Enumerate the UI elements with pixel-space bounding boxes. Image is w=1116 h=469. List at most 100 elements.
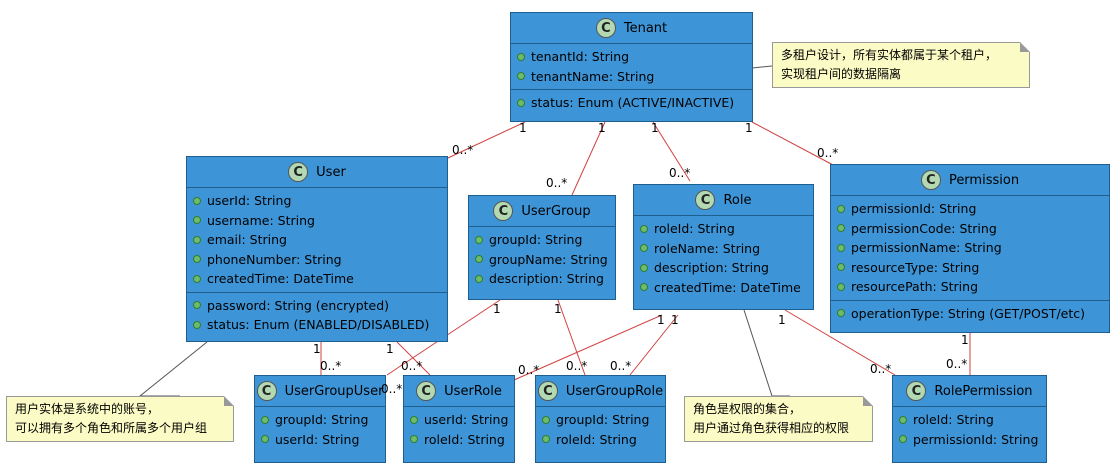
attribute: operationType: String (GET/POST/etc) bbox=[831, 304, 1109, 324]
class-name: User bbox=[316, 164, 346, 180]
attribute: roleId: String bbox=[536, 430, 665, 450]
note-fold-icon bbox=[863, 396, 873, 406]
attributes-section: groupId: String groupName: String descri… bbox=[469, 226, 615, 292]
public-field-icon bbox=[475, 235, 483, 244]
class-name: Role bbox=[723, 192, 752, 208]
class-rolepermission[interactable]: C RolePermission roleId: String permissi… bbox=[892, 375, 1047, 463]
multiplicity-label: 0..* bbox=[381, 382, 403, 396]
public-field-icon bbox=[261, 415, 269, 424]
class-userrole[interactable]: C UserRole userId: String roleId: String bbox=[403, 375, 515, 463]
attributes-section: roleId: String permissionId: String bbox=[893, 406, 1046, 452]
multiplicity-label: 1 bbox=[313, 342, 321, 356]
attribute: groupId: String bbox=[469, 230, 615, 250]
multiplicity-label: 1 bbox=[778, 313, 786, 327]
class-usergroupuser[interactable]: C UserGroupUser groupId: String userId: … bbox=[254, 375, 386, 463]
note-fold-icon bbox=[1020, 42, 1030, 52]
attribute: groupName: String bbox=[469, 250, 615, 270]
public-field-icon bbox=[640, 283, 648, 292]
class-badge-icon: C bbox=[906, 381, 927, 401]
attribute: roleId: String bbox=[634, 219, 813, 239]
public-field-icon bbox=[899, 435, 907, 444]
multiplicity-label: 1 bbox=[598, 121, 606, 135]
attribute: resourcePath: String bbox=[831, 277, 1109, 297]
attributes-section: userId: String roleId: String bbox=[404, 406, 514, 452]
attribute: permissionName: String bbox=[831, 238, 1109, 258]
attribute: description: String bbox=[469, 269, 615, 289]
attribute: userId: String bbox=[404, 410, 514, 430]
class-badge-icon: C bbox=[695, 190, 716, 210]
attribute: userId: String bbox=[255, 430, 385, 450]
public-field-icon bbox=[193, 274, 201, 283]
multiplicity-label: 1 bbox=[961, 333, 969, 347]
class-badge-icon: C bbox=[920, 170, 941, 190]
attributes-section: userId: String username: String email: S… bbox=[187, 187, 447, 292]
note-fold-icon bbox=[224, 396, 234, 406]
class-permission[interactable]: C Permission permissionId: String permis… bbox=[830, 164, 1110, 333]
note-line: 可以拥有多个角色和所属多个用户组 bbox=[15, 421, 208, 435]
attribute: userId: String bbox=[187, 191, 447, 211]
public-field-icon bbox=[475, 274, 483, 283]
multiplicity-label: 1 bbox=[386, 342, 394, 356]
attribute: tenantName: String bbox=[511, 67, 752, 87]
attributes-section: operationType: String (GET/POST/etc) bbox=[831, 299, 1109, 327]
attribute: roleId: String bbox=[893, 410, 1046, 430]
class-header: C Permission bbox=[831, 165, 1109, 195]
class-header: C UserRole bbox=[404, 376, 514, 406]
class-user[interactable]: C User userId: String username: String e… bbox=[186, 156, 448, 342]
multiplicity-label: 0..* bbox=[870, 362, 892, 376]
multiplicity-label: 0..* bbox=[669, 166, 691, 180]
public-field-icon bbox=[837, 309, 845, 318]
public-field-icon bbox=[193, 235, 201, 244]
public-field-icon bbox=[193, 320, 201, 329]
multiplicity-label: 1 bbox=[657, 313, 665, 327]
multiplicity-label: 0..* bbox=[518, 363, 540, 377]
note-user: 用户实体是系统中的账号， 可以拥有多个角色和所属多个用户组 bbox=[6, 396, 234, 442]
attribute: status: Enum (ENABLED/DISABLED) bbox=[187, 315, 447, 335]
class-usergroup[interactable]: C UserGroup groupId: String groupName: S… bbox=[468, 195, 616, 300]
public-field-icon bbox=[193, 196, 201, 205]
multiplicity-label: 0..* bbox=[320, 359, 342, 373]
attribute: permissionId: String bbox=[831, 199, 1109, 219]
multiplicity-label: 0..* bbox=[566, 359, 588, 373]
class-name: UserRole bbox=[444, 383, 502, 399]
attribute: email: String bbox=[187, 230, 447, 250]
attribute: groupId: String bbox=[255, 410, 385, 430]
multiplicity-label: 0..* bbox=[452, 143, 474, 157]
attribute: roleName: String bbox=[634, 239, 813, 259]
public-field-icon bbox=[517, 72, 525, 81]
multiplicity-label: 0..* bbox=[817, 146, 839, 160]
class-role[interactable]: C Role roleId: String roleName: String d… bbox=[633, 184, 814, 310]
note-line: 实现租户间的数据隔离 bbox=[781, 67, 902, 81]
attribute: groupId: String bbox=[536, 410, 665, 430]
public-field-icon bbox=[517, 98, 525, 107]
public-field-icon bbox=[261, 435, 269, 444]
class-header: C Role bbox=[634, 185, 813, 215]
multiplicity-label: 0..* bbox=[946, 357, 968, 371]
class-header: C RolePermission bbox=[893, 376, 1046, 406]
note-role: 角色是权限的集合， 用户通过角色获得相应的权限 bbox=[684, 396, 873, 442]
class-badge-icon: C bbox=[493, 201, 514, 221]
class-name: UserGroup bbox=[521, 203, 591, 219]
attribute: resourceType: String bbox=[831, 258, 1109, 278]
attribute: createdTime: DateTime bbox=[187, 269, 447, 289]
class-usergrouprole[interactable]: C UserGroupRole groupId: String roleId: … bbox=[535, 375, 666, 463]
public-field-icon bbox=[542, 435, 550, 444]
public-field-icon bbox=[410, 415, 418, 424]
attributes-section: groupId: String userId: String bbox=[255, 406, 385, 452]
class-tenant[interactable]: C Tenant tenantId: String tenantName: St… bbox=[510, 12, 753, 122]
attribute: description: String bbox=[634, 258, 813, 278]
attribute: password: String (encrypted) bbox=[187, 296, 447, 316]
attributes-section: groupId: String roleId: String bbox=[536, 406, 665, 452]
multiplicity-label: 0..* bbox=[401, 359, 423, 373]
attribute: permissionId: String bbox=[893, 430, 1046, 450]
attributes-section: permissionId: String permissionCode: Str… bbox=[831, 195, 1109, 300]
public-field-icon bbox=[542, 415, 550, 424]
public-field-icon bbox=[837, 224, 845, 233]
class-header: C Tenant bbox=[511, 13, 752, 43]
public-field-icon bbox=[640, 244, 648, 253]
class-badge-icon: C bbox=[256, 381, 277, 401]
public-field-icon bbox=[837, 282, 845, 291]
class-name: Permission bbox=[948, 172, 1020, 188]
multiplicity-label: 1 bbox=[651, 121, 659, 135]
attributes-section: tenantId: String tenantName: String bbox=[511, 43, 752, 89]
